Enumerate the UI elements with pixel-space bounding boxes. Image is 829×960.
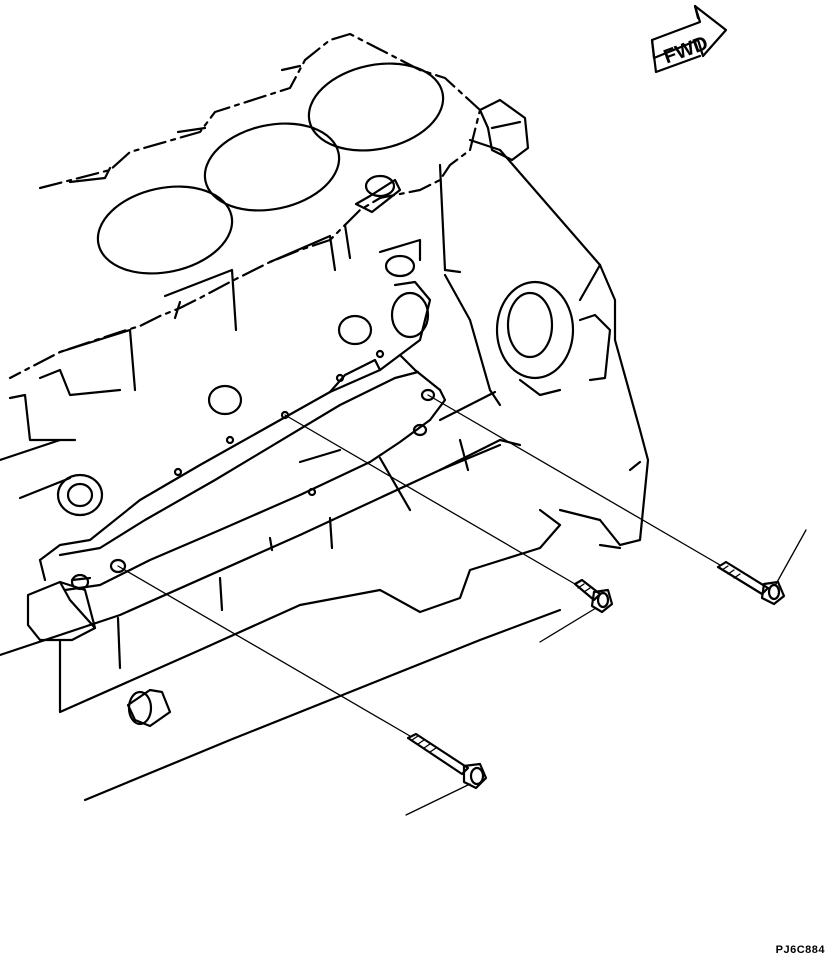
bolt-boss-4 — [56, 473, 104, 517]
cylinder-bore-2 — [203, 122, 341, 212]
cooler-housing — [26, 580, 97, 642]
bolt-hole-left — [109, 558, 127, 574]
cylinder-head-deck — [8, 32, 482, 380]
fwd-label: FWD — [661, 32, 711, 68]
bolt-hole-right — [420, 388, 436, 402]
cylinder-bore-3 — [307, 62, 445, 152]
bolt-long-lower — [117, 565, 488, 816]
bolt-boss-1 — [207, 384, 243, 416]
crank-bore — [495, 280, 575, 380]
engine-block-body — [0, 138, 650, 550]
cylinder-bore-1 — [96, 185, 234, 275]
bolt-short-middle — [284, 414, 614, 643]
bolt-boss-2 — [337, 314, 373, 346]
fwd-arrow-icon: FWD — [650, 4, 728, 74]
oil-cooler-bracket — [0, 280, 602, 802]
bolt-long-upper — [427, 394, 807, 606]
drain-plug — [126, 688, 172, 728]
head-dowel-boss — [354, 98, 530, 214]
figure-code: PJ6C884 — [775, 944, 825, 956]
bolt-boss-3 — [390, 291, 430, 339]
